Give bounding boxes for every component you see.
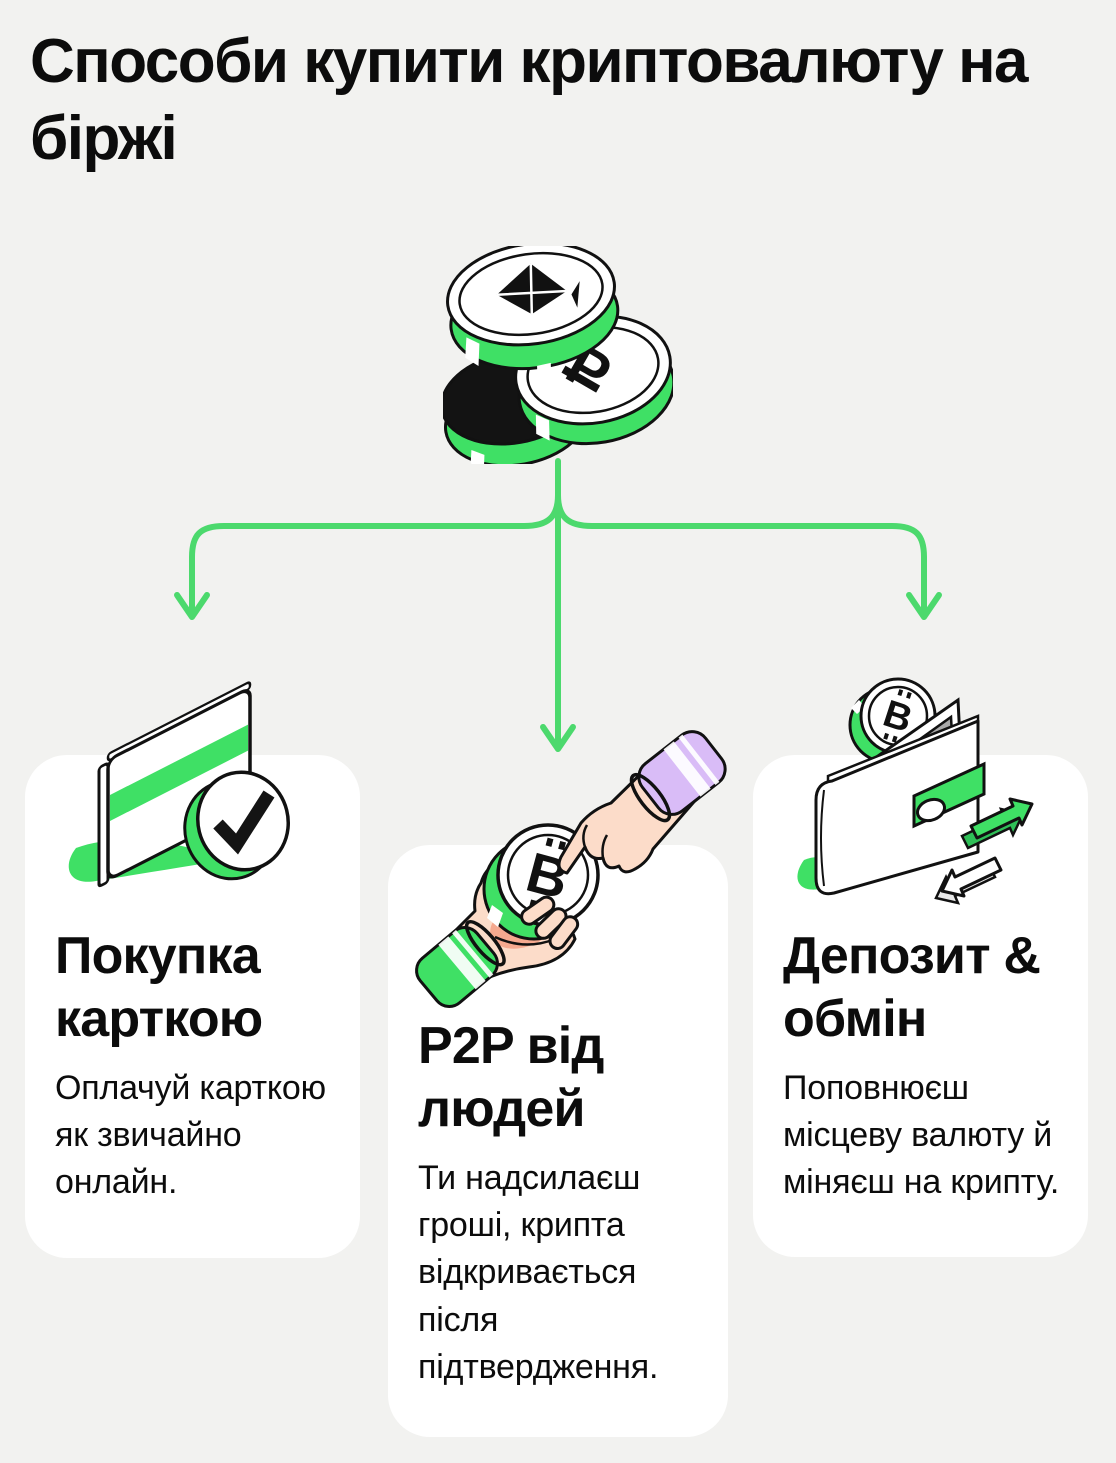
page-title: Способи купити криптовалюту на біржі — [30, 27, 1029, 173]
card-title-p2p: P2P від людей — [418, 1017, 604, 1138]
arrowhead-right-icon — [906, 592, 942, 620]
card-title-deposit-exchange: Депозит & обмін — [783, 927, 1041, 1048]
check-icon — [213, 790, 275, 855]
eth-coin — [446, 246, 620, 375]
wallet-button — [915, 797, 947, 823]
wallet — [814, 697, 986, 896]
arrow-left — [189, 492, 561, 618]
bottom-hand-fingers — [520, 895, 580, 951]
arrowhead-left-icon — [174, 592, 210, 620]
crypto-coins-illustration: P — [443, 246, 673, 464]
arrow-right — [555, 492, 927, 618]
arrow-up-icon — [969, 797, 1034, 840]
eth-logo-icon — [496, 263, 580, 315]
p2p-hands-illustration: B — [415, 730, 727, 1008]
card-body-p2p: Ти надсилаєш гроші, крипта відкривається… — [418, 1158, 659, 1386]
card-title-buy-with-card: Покупка карткою — [55, 927, 263, 1048]
green-cuff — [415, 919, 506, 1008]
credit-card — [97, 681, 252, 888]
wallet-exchange-illustration: B — [797, 677, 1034, 905]
card-body-deposit-exchange: Поповнюєш місцеву валюту й міняєш на кри… — [783, 1068, 1060, 1202]
flow-arrows — [174, 458, 942, 752]
card-body-buy-with-card: Оплачуй карткою як звичайно онлайн. — [55, 1068, 326, 1202]
purple-cuff — [629, 730, 727, 823]
arrowhead-center-icon — [540, 724, 576, 752]
check-badge — [183, 770, 290, 881]
exchange-arrows — [934, 797, 1034, 905]
credit-card-check-illustration — [68, 681, 290, 888]
arrow-down-icon — [940, 856, 1003, 898]
